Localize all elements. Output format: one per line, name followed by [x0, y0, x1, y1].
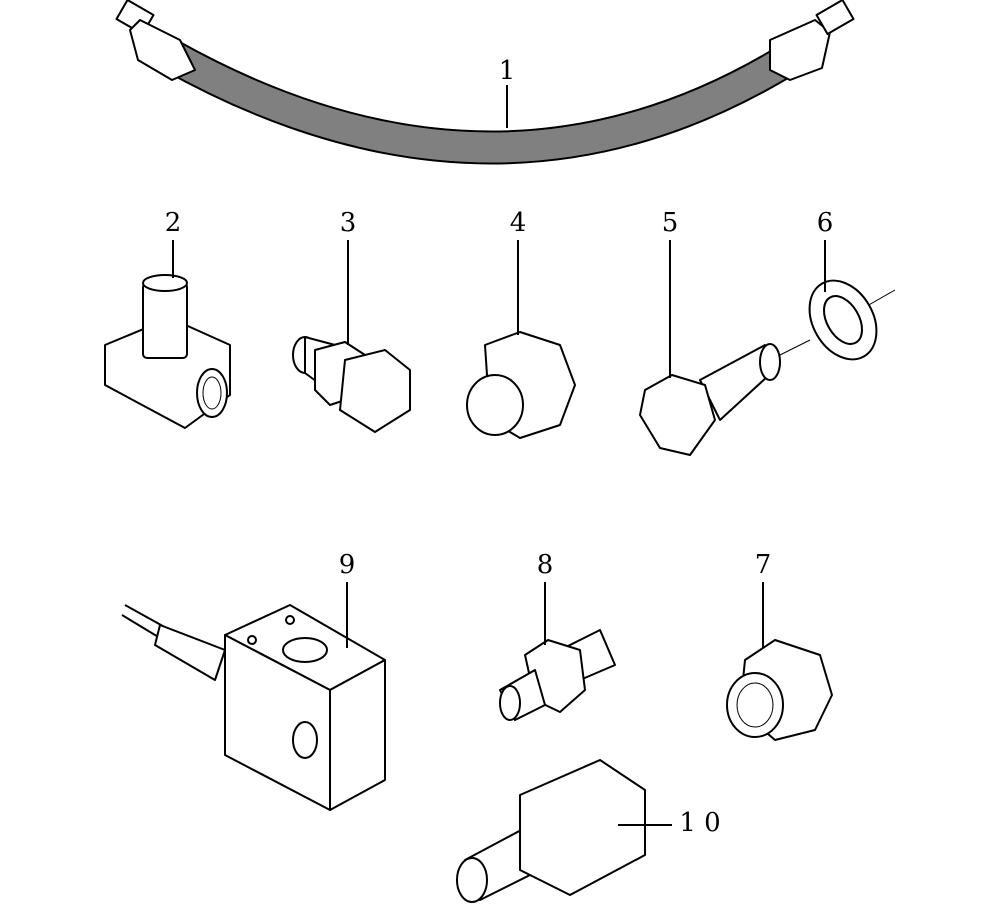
callout-label-8: 8 — [536, 550, 554, 580]
part-9-block — [121, 582, 386, 811]
callout-label-4: 4 — [509, 208, 527, 238]
part-6-washer — [808, 240, 896, 361]
callout-label-7: 7 — [754, 550, 772, 580]
callout-label-2: 2 — [164, 208, 182, 238]
callout-label-9: 9 — [338, 550, 356, 580]
callout-label-1: 1 — [498, 56, 516, 86]
part-4-plug — [466, 240, 576, 439]
callout-label-10: 1 0 — [679, 808, 721, 838]
part-1-hose — [115, 0, 855, 165]
part-10-spacer — [456, 759, 672, 903]
part-3-union — [292, 240, 411, 433]
callout-label-5: 5 — [661, 208, 679, 238]
part-7-plug — [726, 582, 833, 741]
part-2-banjo — [104, 240, 231, 429]
part-8-nipple — [499, 582, 616, 721]
callout-label-3: 3 — [339, 208, 357, 238]
callout-label-6: 6 — [816, 208, 834, 238]
part-5-bolt — [639, 240, 811, 456]
